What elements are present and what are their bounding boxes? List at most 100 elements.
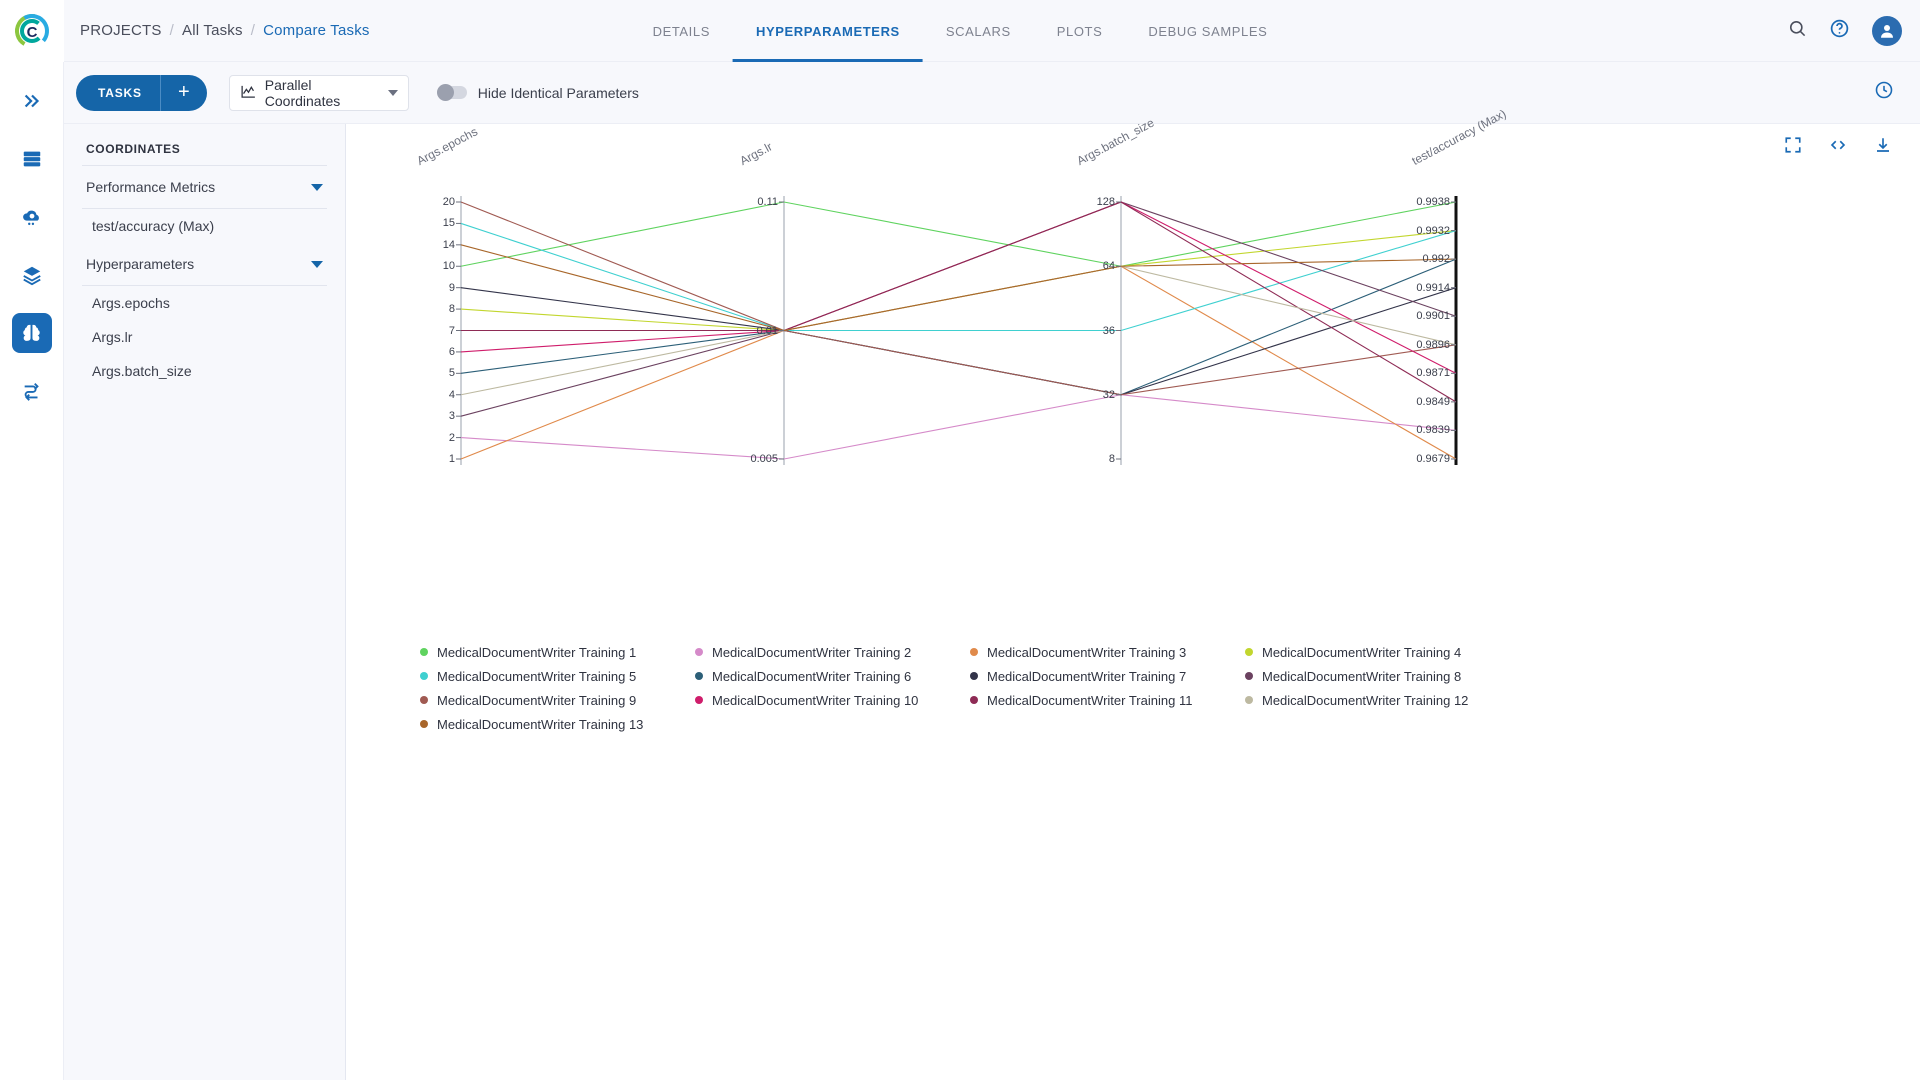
legend-item[interactable]: MedicalDocumentWriter Training 4 — [1245, 640, 1520, 664]
server-icon[interactable] — [12, 139, 52, 179]
group-performance-metrics[interactable]: Performance Metrics — [64, 166, 345, 208]
group-hyperparameters[interactable]: Hyperparameters — [64, 243, 345, 285]
series-line[interactable] — [460, 201, 1457, 396]
legend-item[interactable]: MedicalDocumentWriter Training 5 — [420, 664, 695, 688]
legend-item[interactable]: MedicalDocumentWriter Training 2 — [695, 640, 970, 664]
legend-label: MedicalDocumentWriter Training 9 — [437, 692, 637, 708]
series-line[interactable] — [460, 265, 1457, 460]
auto-refresh-icon[interactable] — [1874, 80, 1894, 105]
axis-tick-label: 0.005 — [750, 453, 778, 465]
axis-tick-label: 0.9679 — [1416, 453, 1450, 465]
axis-tick-label: 8 — [1108, 453, 1115, 465]
series-line[interactable] — [460, 201, 1457, 417]
plot-type-value: Parallel Coordinates — [264, 76, 341, 109]
tab-details[interactable]: DETAILS — [652, 23, 710, 39]
series-line[interactable] — [460, 201, 1457, 374]
hide-identical-label: Hide Identical Parameters — [477, 84, 639, 101]
coordinate-item-args-batch-size[interactable]: Args.batch_size — [92, 363, 192, 379]
top-bar: C PROJECTS / All Tasks / Compare Tasks D… — [0, 0, 1920, 62]
embed-code-icon[interactable] — [1828, 136, 1848, 159]
axis-tick-label: 8 — [448, 303, 455, 316]
coordinates-panel: COORDINATES Performance Metrics test/acc… — [64, 124, 346, 1080]
tab-debug-samples[interactable]: DEBUG SAMPLES — [1148, 23, 1268, 39]
series-line[interactable] — [460, 394, 1457, 460]
axis-tick-label: 0.9914 — [1416, 281, 1450, 294]
model-brain-icon[interactable] — [11, 313, 52, 353]
chevron-down-icon[interactable] — [387, 89, 398, 96]
series-line[interactable] — [460, 230, 1457, 332]
pipelines-icon[interactable] — [12, 371, 52, 411]
divider — [82, 285, 327, 286]
breadcrumb-item-compare-tasks[interactable]: Compare Tasks — [263, 22, 370, 39]
avatar[interactable] — [1872, 16, 1902, 46]
legend-item[interactable]: MedicalDocumentWriter Training 3 — [970, 640, 1245, 664]
axis-tick-label: 14 — [442, 238, 455, 251]
toolbar: TASKS + Parallel Coordinates Hide Identi… — [64, 62, 1920, 124]
coordinate-item-args-epochs[interactable]: Args.epochs — [92, 295, 170, 311]
axis-tick-label: 0.992 — [1422, 253, 1450, 266]
tasks-button[interactable]: TASKS — [76, 74, 161, 111]
parallel-coordinates-canvas — [456, 196, 1458, 465]
legend-label: MedicalDocumentWriter Training 8 — [1262, 668, 1462, 684]
axis-tick-label: 9 — [448, 281, 455, 294]
tab-hyperparameters[interactable]: HYPERPARAMETERS — [733, 0, 923, 62]
layers-icon[interactable] — [12, 255, 52, 295]
legend-color-dot — [1245, 648, 1253, 656]
hide-identical-toggle[interactable] — [436, 84, 467, 101]
series-line[interactable] — [460, 222, 1457, 332]
series-line[interactable] — [460, 201, 1457, 267]
cloud-settings-icon[interactable] — [12, 197, 52, 237]
axis-tick-label: 0.9938 — [1416, 196, 1450, 208]
legend-item[interactable]: MedicalDocumentWriter Training 9 — [420, 688, 695, 712]
legend-label: MedicalDocumentWriter Training 6 — [712, 668, 912, 684]
fullscreen-icon[interactable] — [1784, 136, 1802, 159]
hide-identical-toggle-group[interactable]: Hide Identical Parameters — [436, 84, 639, 101]
main-tabs: DETAILS HYPERPARAMETERS SCALARS PLOTS DE… — [630, 0, 1291, 62]
chevron-down-icon[interactable] — [311, 260, 323, 268]
add-task-button[interactable]: + — [177, 81, 190, 103]
breadcrumb-item-projects[interactable]: PROJECTS — [80, 22, 162, 39]
axis-tick-label: 20 — [442, 196, 455, 208]
legend-color-dot — [420, 696, 428, 704]
breadcrumb-item-all-tasks[interactable]: All Tasks — [182, 22, 243, 39]
chevron-down-icon[interactable] — [311, 183, 323, 191]
axis-tick-label: 0.9901 — [1416, 310, 1450, 323]
download-icon[interactable] — [1874, 136, 1892, 159]
legend-item[interactable]: MedicalDocumentWriter Training 11 — [970, 688, 1245, 712]
top-bar-actions — [1788, 0, 1902, 62]
series-line[interactable] — [460, 287, 1457, 396]
help-icon[interactable] — [1829, 18, 1850, 44]
axis-tick-label: 0.9896 — [1416, 338, 1450, 351]
breadcrumb: PROJECTS / All Tasks / Compare Tasks — [80, 22, 370, 39]
legend-label: MedicalDocumentWriter Training 1 — [437, 644, 637, 660]
series-line[interactable] — [460, 244, 1457, 332]
series-line[interactable] — [461, 201, 1457, 403]
axis-tick-label: 0.11 — [757, 196, 778, 208]
group-label: Hyperparameters — [86, 256, 195, 272]
legend-label: MedicalDocumentWriter Training 7 — [987, 668, 1187, 684]
legend-item[interactable]: MedicalDocumentWriter Training 7 — [970, 664, 1245, 688]
app-logo[interactable]: C — [0, 0, 64, 62]
coordinate-item-test-accuracy[interactable]: test/accuracy (Max) — [92, 218, 215, 234]
legend-color-dot — [970, 696, 978, 704]
axis-tick-label: 10 — [442, 260, 455, 273]
coordinate-item-args-lr[interactable]: Args.lr — [92, 329, 133, 345]
tab-scalars[interactable]: SCALARS — [945, 23, 1011, 39]
toggle-knob — [436, 84, 454, 101]
legend-item[interactable]: MedicalDocumentWriter Training 6 — [695, 664, 970, 688]
axis-tick-label: 32 — [1102, 388, 1115, 401]
expand-rail-icon[interactable] — [12, 81, 52, 121]
legend-item[interactable]: MedicalDocumentWriter Training 1 — [420, 640, 695, 664]
axis-tick-label: 7 — [448, 324, 455, 337]
legend-item[interactable]: MedicalDocumentWriter Training 8 — [1245, 664, 1520, 688]
legend-label: MedicalDocumentWriter Training 11 — [987, 692, 1193, 708]
legend-item[interactable]: MedicalDocumentWriter Training 13 — [420, 712, 695, 736]
search-icon[interactable] — [1788, 19, 1807, 43]
legend-item[interactable]: MedicalDocumentWriter Training 12 — [1245, 688, 1520, 712]
tab-plots[interactable]: PLOTS — [1056, 23, 1103, 39]
axis-tick-label: 64 — [1102, 260, 1115, 273]
legend-color-dot — [420, 672, 428, 680]
legend-item[interactable]: MedicalDocumentWriter Training 10 — [695, 688, 970, 712]
plot-type-select[interactable]: Parallel Coordinates — [228, 74, 409, 111]
series-line[interactable] — [460, 258, 1457, 396]
